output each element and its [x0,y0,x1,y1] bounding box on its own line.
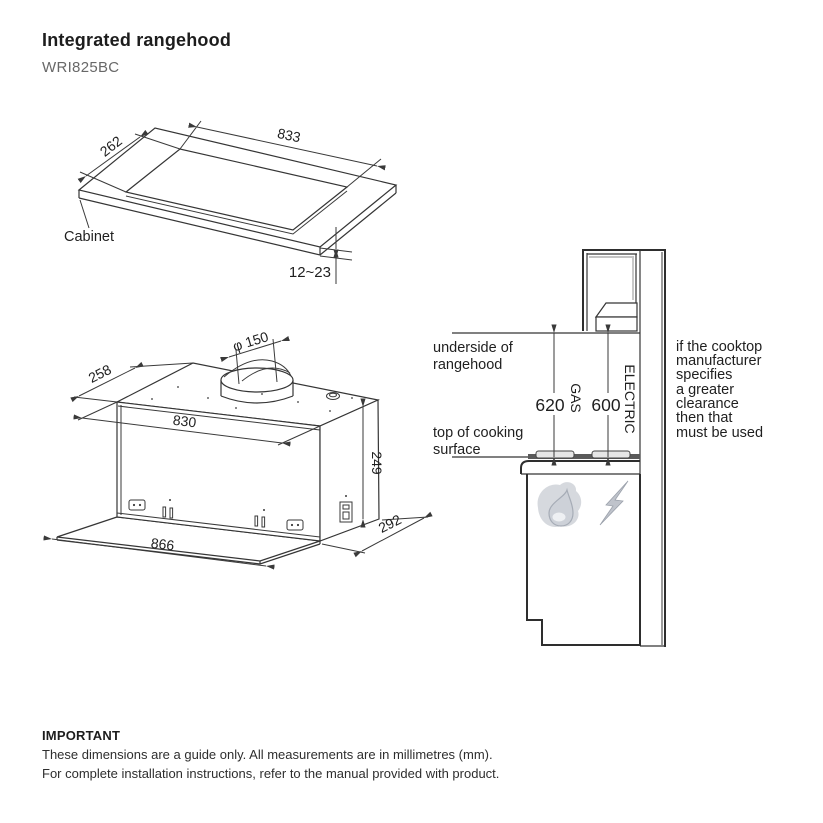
cooktop-label: top of cooking surface [433,425,523,458]
rangehood-isometric-drawing: φ 150 258 830 249 866 [43,328,433,570]
dim-panel-thickness-value: 12~23 [289,264,331,281]
svg-text:specifies: specifies [676,367,732,383]
important-heading: IMPORTANT [42,728,121,743]
dim-electric-clearance: 600 ELECTRIC [591,324,638,466]
page-title: Integrated rangehood [42,30,232,50]
underside-label: underside of rangehood [433,340,514,373]
dim-base-width: 866 [43,535,275,570]
svg-text:clearance: clearance [676,396,739,412]
footer-line-1: These dimensions are a guide only. All m… [42,746,493,762]
hood-body-linework [56,359,380,565]
dim-body-height-value: 249 [369,451,385,475]
cabinet-cutout-drawing: 262 833 12~23 Cabinet [64,120,398,284]
rivet-dots [151,386,353,511]
side-installation-view: 620 GAS 600 ELECTRIC underside of rangeh… [433,249,763,647]
dim-body-depth-value: 258 [86,361,114,386]
dim-body-width-value: 830 [172,412,197,431]
footer-note: IMPORTANT These dimensions are a guide o… [42,728,782,782]
svg-text:if the cooktop: if the cooktop [676,339,762,355]
cabinet-panel-linework [77,127,398,256]
svg-text:manufacturer: manufacturer [676,353,762,369]
svg-text:underside of: underside of [433,340,514,356]
clearance-note: if the cooktop manufacturer specifies a … [676,339,763,441]
gas-clearance-label: GAS [568,383,584,413]
electric-clearance-value: 600 [591,395,620,415]
dim-body-width: 830 [73,401,321,447]
gas-drop-icon [537,482,582,527]
dim-gas-clearance: 620 GAS [534,324,584,466]
dim-body-height: 249 [360,398,385,528]
dim-cutout-width-value: 833 [276,125,302,146]
svg-text:rangehood: rangehood [433,357,502,373]
svg-text:surface: surface [433,442,481,458]
footer-line-2: For complete installation instructions, … [42,766,500,781]
dim-cutout-width: 833 [179,120,386,188]
gas-clearance-value: 620 [535,395,564,415]
wall-and-cabinet-linework [582,249,666,647]
dim-base-depth-value: 292 [376,511,404,536]
electric-clearance-label: ELECTRIC [622,364,638,433]
cabinet-callout: Cabinet [64,199,114,245]
model-number: WRI825BC [42,59,120,76]
svg-text:a greater: a greater [676,382,734,398]
header: Integrated rangehood WRI825BC [42,30,231,76]
svg-text:top of cooking: top of cooking [433,425,523,441]
dim-base-width-value: 866 [150,535,175,554]
svg-text:then that: then that [676,410,732,426]
dim-panel-thickness: 12~23 [289,227,353,284]
cabinet-label: Cabinet [64,229,114,245]
svg-text:must be used: must be used [676,425,763,441]
cooktop-and-stove-linework [520,450,641,646]
lightning-bolt-icon [599,480,629,526]
